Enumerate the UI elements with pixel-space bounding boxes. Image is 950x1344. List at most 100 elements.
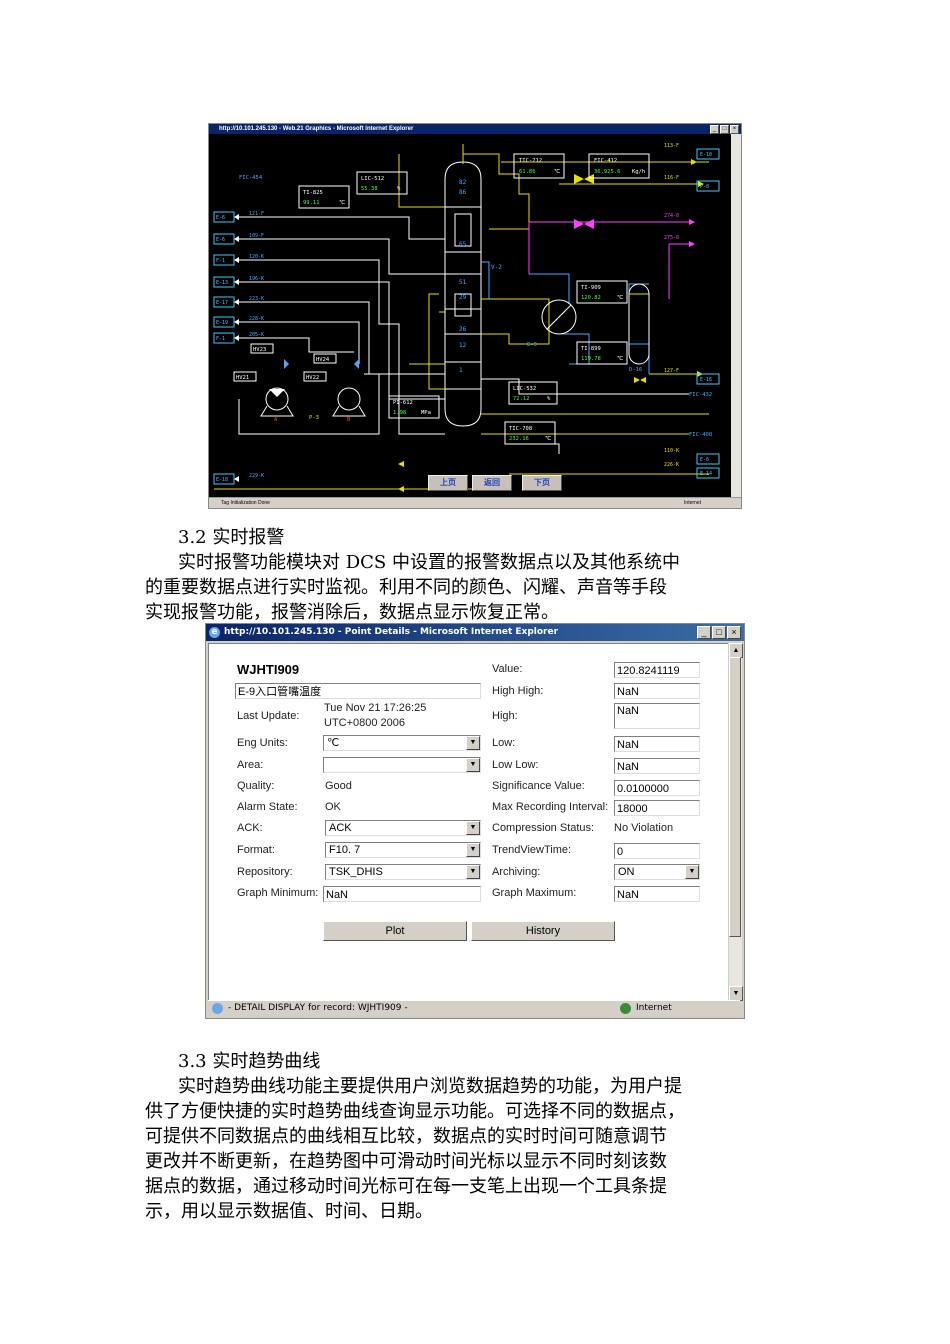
high-field[interactable]: NaN [614,703,700,729]
last-update-value: Tue Nov 21 17:26:25 [324,702,427,714]
source-box-label: E-17 [216,300,228,306]
arrow-icon [398,461,404,467]
prev-page-button[interactable]: 上页 [428,475,468,491]
pi612-box [388,395,440,419]
high-high-field[interactable]: NaN [614,683,700,699]
compression-label: Compression Status: [492,822,595,834]
source-box-label: E-19 [216,320,228,326]
paragraph-line: 据点的数据，通过移动时间光标可在每一支笔上出现一个工具条提 [145,1176,667,1197]
svg-text:HV21: HV21 [236,375,249,381]
ti825-box [298,185,350,209]
back-button[interactable]: 返回 [472,475,512,491]
chevron-down-icon: ▼ [466,821,480,835]
point-details-title: http://10.101.245.130 - Point Details - … [224,627,559,637]
destination-box [696,453,720,465]
lic512-tag: LIC-512 [361,176,384,182]
arrow-icon [234,279,239,285]
tic708-box [504,421,556,445]
blue-lines [481,261,650,374]
fic412-value: 36,925.6 [594,169,621,175]
scroll-up-icon[interactable]: ▲ [729,643,743,658]
fic412-box [588,153,650,179]
tray-label: 12 [459,342,467,349]
close-icon[interactable]: × [727,626,741,639]
chevron-down-icon: ▼ [466,865,480,879]
svg-text:HV22: HV22 [306,375,319,381]
archiving-label: Archiving: [492,866,541,878]
column-v2 [444,144,482,427]
graph-max-label: Graph Maximum: [492,887,577,899]
minimize-icon[interactable]: _ [710,125,719,134]
archiving-select[interactable]: ON▼ [614,864,700,880]
maximize-icon[interactable]: □ [712,626,726,639]
plot-button[interactable]: Plot [323,921,467,941]
fic432-label: FIC-432 [689,392,712,398]
scroll-down-icon[interactable]: ▼ [729,986,743,1001]
pumps [260,387,366,417]
description-field[interactable]: E-9入口管嘴温度 [235,683,481,699]
vertical-scrollbar[interactable] [731,134,741,499]
heat-exchanger-e9 [541,299,577,335]
source-box-label: E-6 [216,237,225,243]
valve-icon [574,174,584,184]
paragraph-line: 示，用以显示数据值、时间、日期。 [145,1201,433,1222]
tic712-value: 61.86 [519,169,536,175]
low-field[interactable]: NaN [614,736,700,752]
graphics-window: http://10.101.245.130 - Web.21 Graphics … [208,123,742,509]
paragraph-line: 供了方便快捷的实时趋势曲线查询显示功能。可选择不同的数据点， [145,1101,685,1122]
close-icon[interactable]: × [730,125,739,134]
trendview-field[interactable]: 0 [614,843,700,859]
arrow-icon [234,236,239,242]
arrow-icon [234,335,239,341]
svg-text:%: % [397,186,401,192]
tray-label: 65 [459,241,467,248]
max-recording-label: Max Recording Interval: [492,801,609,813]
ack-select[interactable]: ACK▼ [325,820,481,836]
high-label: High: [492,710,518,722]
minimize-icon[interactable]: _ [697,626,711,639]
status-zone: Internet [684,500,701,506]
area-select[interactable]: ▼ [323,757,481,773]
value-label: Value: [492,663,523,675]
maximize-icon[interactable]: □ [720,125,729,134]
section-3-3-heading: 3.3 实时趋势曲线 [178,1051,321,1072]
svg-text:MPa: MPa [421,410,431,416]
fic408-label: FIC-408 [689,432,712,438]
format-select[interactable]: F10. 7▼ [325,842,481,858]
globe-icon [620,1003,631,1014]
eng-units-select[interactable]: ℃▼ [323,735,481,751]
graph-min-field[interactable]: NaN [323,886,481,902]
source-box-label: F-1 [216,336,225,342]
graph-max-field[interactable]: NaN [614,886,700,902]
max-recording-field[interactable]: 18000 [614,800,700,816]
page-icon [212,1003,223,1014]
destination-box [696,467,720,479]
vertical-scrollbar[interactable]: ▲ ▼ [728,643,743,1001]
arrow-icon [398,486,404,492]
tray-label: 26 [459,326,467,333]
arrow-icon [691,159,697,165]
significance-field[interactable]: 0.0100000 [614,780,700,796]
eng-units-label: Eng Units: [237,737,288,749]
next-page-button[interactable]: 下页 [522,475,562,491]
column-label: V-2 [491,264,502,271]
destination-box-label: E-14 [700,471,712,477]
valve-icon [584,219,594,229]
line-label: 110-K [664,448,679,454]
compression-value: No Violation [614,822,674,834]
source-box-label: E-18 [216,477,228,483]
line-label: 120-K [249,254,264,260]
paragraph-line: 的重要数据点进行实时监视。利用不同的颜色、闪耀、声音等手段 [145,577,667,598]
ti909-box [576,280,628,304]
low-low-field[interactable]: NaN [614,758,700,774]
history-button[interactable]: History [471,921,615,941]
repository-select[interactable]: TSK_DHIS▼ [325,864,481,880]
status-text: - DETAIL DISPLAY for record: WJHTI909 - [228,1003,408,1013]
status-zone: Internet [636,1003,672,1013]
low-low-label: Low Low: [492,759,539,771]
value-field[interactable]: 120.8241119 [614,662,700,678]
line-label: 196-K [249,276,264,282]
paragraph-line: 实现报警功能，报警消除后，数据点显示恢复正常。 [145,602,559,623]
tic712-tag: TIC-712 [519,158,542,164]
scroll-thumb[interactable] [729,657,741,937]
